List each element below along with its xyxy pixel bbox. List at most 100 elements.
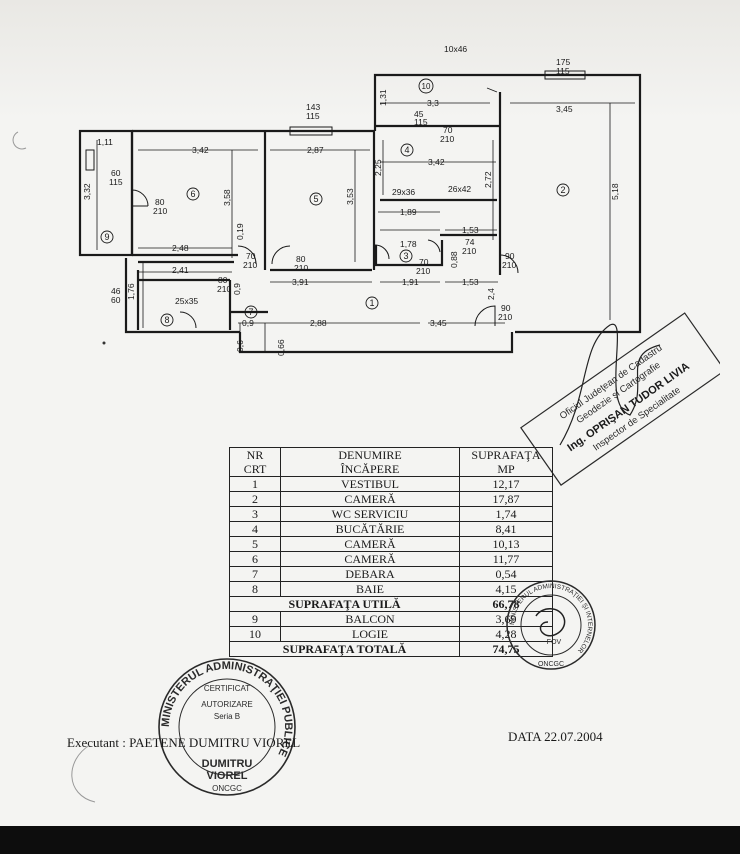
cell-name: LOGIE [280,626,460,642]
dim-label: 1,31 [378,89,388,106]
dim-label: 3,91 [292,277,309,287]
dim-label: 210 [153,206,167,216]
inner-walls-b [138,260,372,272]
stamp-text: Seria B [214,712,240,721]
signature [559,323,661,446]
header-text: DENUMIRE [338,448,402,462]
ministry-round-stamp-right: MINISTERUL ADMINISTRAŢIEI ŞI INTERNELOR … [506,580,596,670]
dim-label: 45 [414,109,424,119]
dim-label: 10x46 [444,44,467,54]
room-2-label: 2 [560,185,565,195]
dim-label: 5,18 [610,183,620,200]
floor-plan: 1 2 3 4 5 6 7 8 9 10 10x46 175 115 143 1… [12,44,642,356]
wc-walls [374,240,444,267]
stamp-text: ONCGC [212,784,242,793]
room-markers [100,78,570,327]
dim-label: 3,45 [430,318,447,328]
dim-label: 26x42 [448,184,471,194]
dim-label: 60 [111,168,121,178]
cell-name: DEBARA [280,566,460,582]
cell-area: 10,13 [459,536,553,552]
cell-name: BAIE [280,581,460,597]
scan-shading [0,0,740,120]
room-numbers: 1 2 3 4 5 6 7 8 9 10 [104,82,565,325]
dim-label: 1,76 [126,283,136,300]
document-date: DATA 22.07.2004 [508,729,603,744]
dim-label: 2,88 [310,318,327,328]
dim-label: 3,32 [82,183,92,200]
dim-label: 175 [556,57,570,67]
cell-nr: 9 [229,611,281,627]
header-text: NR [246,448,264,462]
dim-label: 210 [498,312,512,322]
cell-name: BUCĂTĂRIE [280,521,460,537]
cell-name: CAMERĂ [280,536,460,552]
dim-label: 3,42 [192,145,209,155]
inner-walls-c [375,92,502,275]
useful-area-label: SUPRAFAŢA UTILĂ [229,596,460,612]
dim-label: 0,6 [235,340,245,352]
total-area-row: SUPRAFAŢA TOTALĂ 74,75 [229,641,553,657]
col-header-area: SUPRAFAŢA MP [459,447,553,477]
cell-nr: 6 [229,551,281,567]
dim-label: 2,87 [307,145,324,155]
col-header-nr: NR CRT [229,447,281,477]
cell-name: CAMERĂ [280,491,460,507]
dim-label: 1,78 [400,239,417,249]
room-10-label: 10 [422,82,431,91]
dim-label: 2,4 [486,288,496,300]
stamp-text: FOV [547,639,562,646]
dim-label: 90 [501,303,511,313]
room-3-label: 3 [403,251,408,261]
dim-label: 115 [556,66,570,76]
dimension-lines [96,87,635,352]
total-area-value: 74,75 [459,641,553,657]
room-9-label: 9 [104,232,109,242]
dim-label: 0,19 [235,223,245,240]
cell-nr: 5 [229,536,281,552]
dim-label: 2,41 [172,265,189,275]
dim-label: 3,45 [556,104,573,114]
header-text: CRT [243,462,267,476]
room-8-label: 8 [164,315,169,325]
ink-dot [102,341,106,345]
inspector-stamp: Oficiul Judeţean de Cadastru Geodezie şi… [520,312,720,486]
dim-label: 3,42 [428,157,445,167]
cell-area: 3,69 [459,611,553,627]
dim-label: 46 [111,286,121,296]
dim-label: 1,53 [462,277,479,287]
dim-label: 0,9 [232,283,242,295]
cell-name: VESTIBUL [280,476,460,492]
header-text: MP [497,462,515,476]
room-1-label: 1 [369,298,374,308]
cell-nr: 4 [229,521,281,537]
cell-area: 8,41 [459,521,553,537]
cell-name: WC SERVICIU [280,506,460,522]
room-6-label: 6 [190,189,195,199]
dim-label: 2,25 [373,159,383,176]
inner-walls-a [132,131,376,270]
executant-line: Executant : PAETENE DUMITRU VIOREL [67,735,301,750]
dim-label: 0,88 [449,251,459,268]
dim-label: 115 [414,117,428,127]
cell-area: 12,17 [459,476,553,492]
dim-label: 3,3 [427,98,439,108]
dim-label: 0,9 [242,318,254,328]
dim-label: 70 [246,251,256,261]
dim-label: 2,48 [172,243,189,253]
dim-label: 0,66 [276,339,286,356]
stamp-text: AUTORIZARE [201,700,252,709]
room-7-label: 7 [248,307,253,317]
dim-label: 115 [109,177,123,187]
stamp-text: ONCGC [538,661,564,668]
table-header-row: NR CRT DENUMIRE ÎNCĂPERE SUPRAFAŢA MP [229,447,553,477]
dim-label: 3,53 [345,188,355,205]
windows [85,70,586,171]
